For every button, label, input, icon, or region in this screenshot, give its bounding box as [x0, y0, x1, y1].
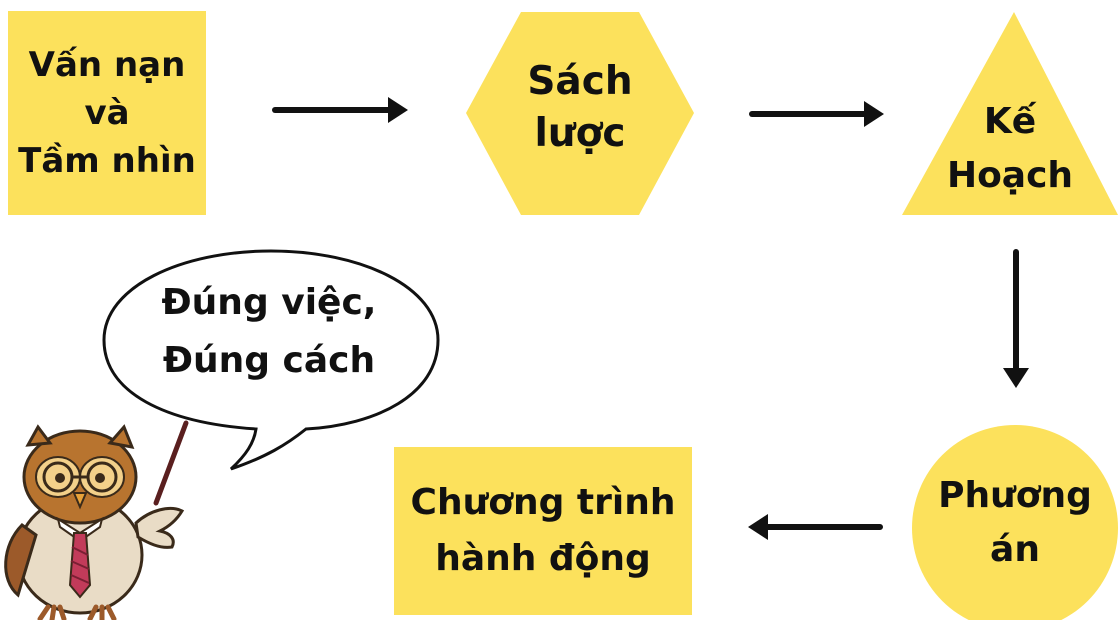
arrow-option-to-program — [748, 514, 883, 540]
node-vision: Vấn nạn và Tầm nhìn — [8, 11, 206, 215]
owl-teacher-icon — [4, 420, 189, 620]
arrow-vision-to-strategy — [272, 97, 408, 123]
node-plan-label: Kế Hoạch — [946, 100, 1074, 196]
node-option: Phương án — [912, 425, 1118, 620]
node-program: Chương trình hành động — [394, 447, 692, 615]
node-option-label: Phương án — [938, 474, 1092, 570]
hexagon-shape — [466, 12, 694, 215]
node-vision-label: Vấn nạn và Tầm nhìn — [18, 45, 196, 181]
speech-bubble-text: Đúng việc, Đúng cách — [161, 282, 377, 381]
node-plan: Kế Hoạch — [902, 12, 1118, 215]
node-strategy: Sách lược — [466, 12, 694, 215]
speech-bubble — [102, 249, 440, 471]
arrow-strategy-to-plan — [749, 101, 884, 127]
node-program-label: Chương trình hành động — [410, 482, 676, 579]
arrow-plan-to-option — [1003, 249, 1029, 388]
circle-shape — [912, 425, 1118, 620]
node-strategy-label: Sách lược — [527, 58, 633, 156]
triangle-shape — [902, 12, 1118, 215]
